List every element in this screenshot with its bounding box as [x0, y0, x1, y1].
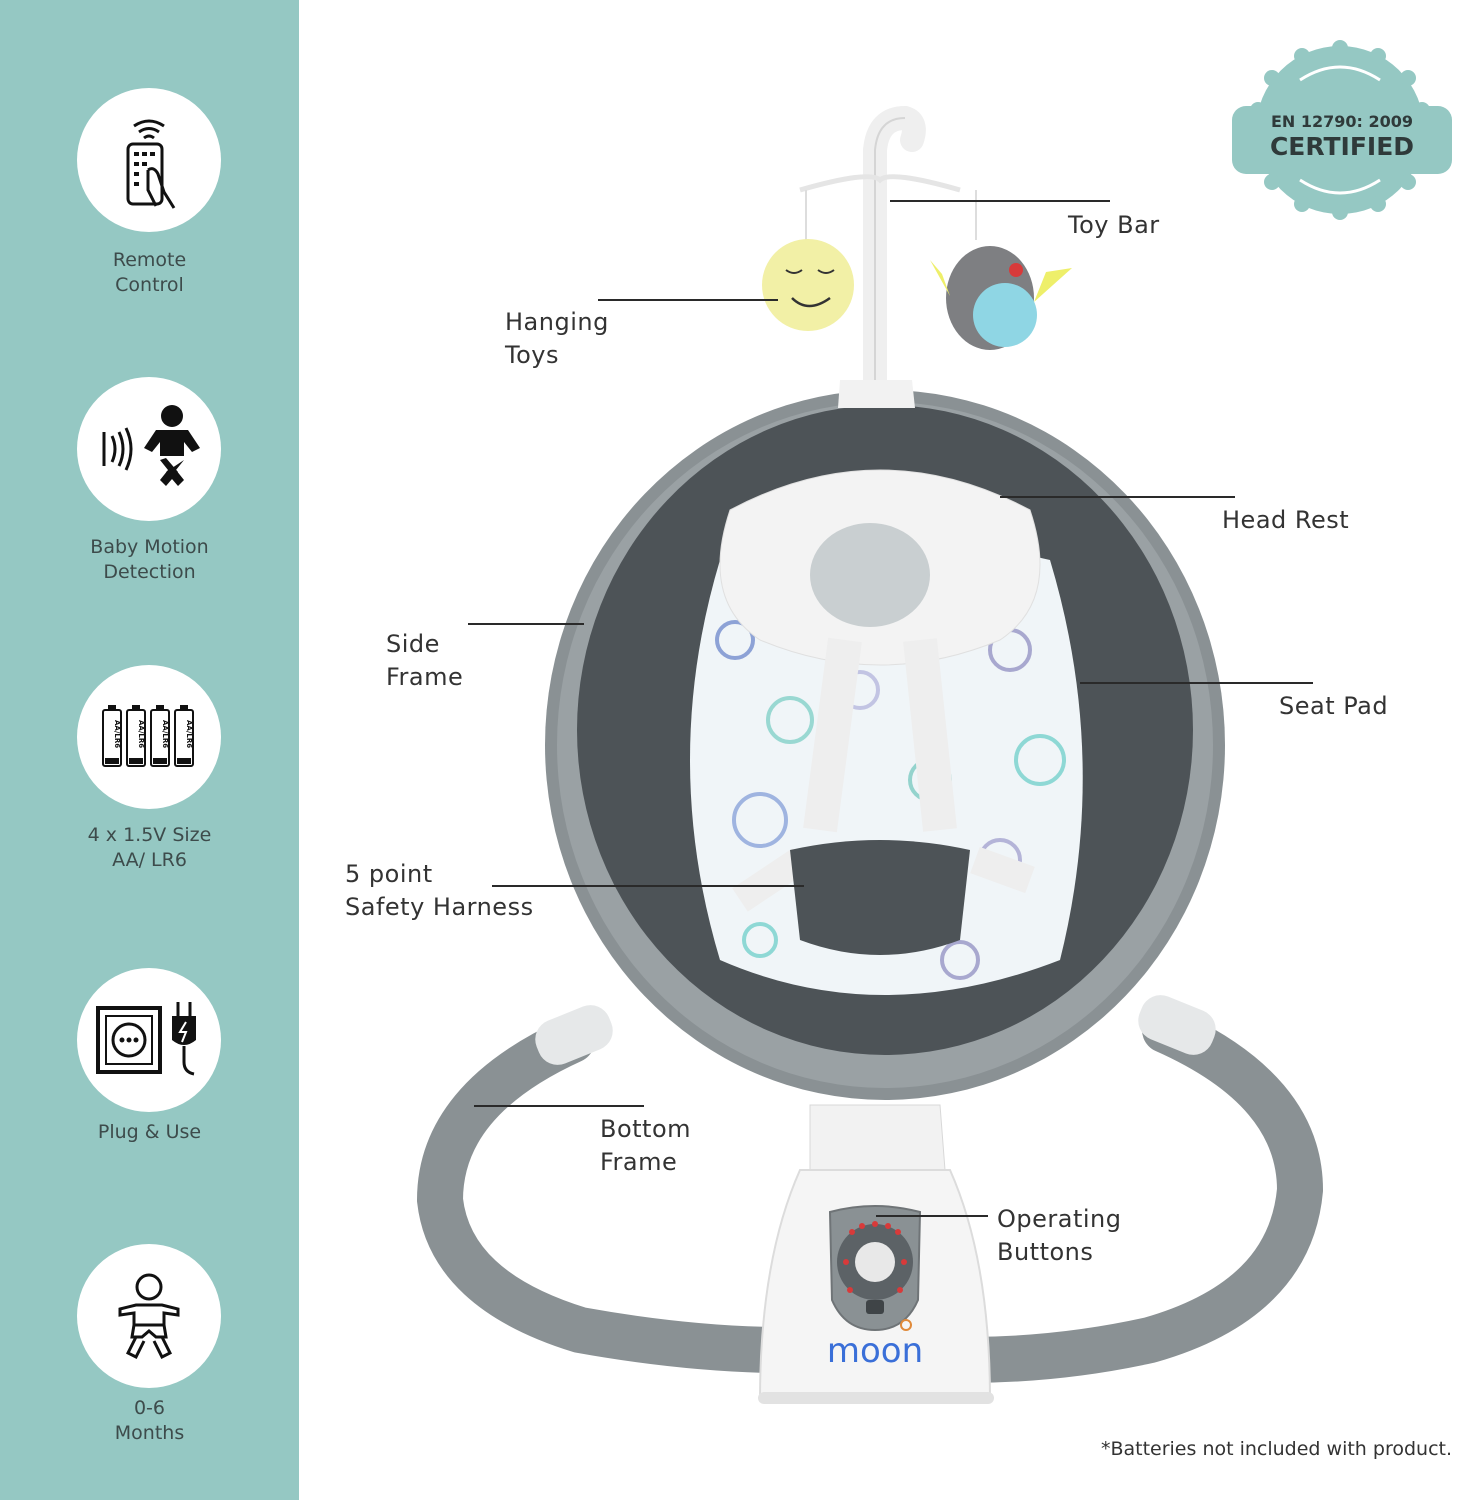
callout-seat-pad: Seat Pad: [1279, 692, 1389, 720]
callout-head-rest: Head Rest: [1222, 506, 1350, 534]
callout-side-frame: Side Frame: [386, 630, 464, 691]
badge-certified: CERTIFIED: [1269, 132, 1415, 161]
callout-harness: 5 point Safety Harness: [345, 860, 534, 921]
leader-bottom-frame: [474, 1105, 644, 1107]
callout-bottom-frame: Bottom Frame: [600, 1115, 692, 1176]
feature-label: Baby Motion Detection: [90, 536, 209, 583]
baby-swing-illustration: moon: [416, 105, 1324, 1404]
leader-head-rest: [1000, 496, 1235, 498]
remote-control-icon: [77, 88, 221, 232]
leader-operating-buttons: [876, 1215, 988, 1217]
footnote: *Batteries not included with product.: [1100, 1438, 1452, 1460]
battery-text: AA/LR6: [161, 720, 169, 748]
moon-toy: [762, 239, 854, 331]
leader-seat-pad: [1080, 682, 1313, 684]
feature-label: 4 x 1.5V Size AA/ LR6: [87, 824, 212, 871]
badge-standard: EN 12790: 2009: [1270, 112, 1414, 131]
battery-text: AA/LR6: [113, 720, 121, 748]
callout-toy-bar: Toy Bar: [1068, 211, 1160, 239]
leader-hanging-toys: [598, 299, 778, 301]
harness-pad: [790, 840, 970, 955]
callout-hanging-toys: Hanging Toys: [505, 308, 609, 369]
feature-label: 0-6 Months: [114, 1397, 185, 1444]
plug-socket-icon: [77, 968, 221, 1112]
battery-text: AA/LR6: [185, 720, 193, 748]
leader-side-frame: [468, 623, 584, 625]
callout-operating-buttons: Operating Buttons: [997, 1205, 1122, 1266]
leader-harness: [492, 885, 804, 887]
features-sidebar: Remote Control Baby Motion Detection: [0, 0, 299, 1500]
baby-icon: [77, 1244, 221, 1388]
feature-label: Plug & Use: [97, 1121, 202, 1143]
baby-motion-icon: [77, 377, 221, 521]
certification-badge: EN 12790: 2009 CERTIFIED: [1228, 40, 1456, 220]
batteries-icon: AA/LR6 AA/LR6 AA/LR6 AA/LR6: [77, 665, 221, 809]
brand-logo: moon: [827, 1331, 923, 1371]
feature-label: Remote Control: [112, 249, 187, 296]
battery-text: AA/LR6: [137, 720, 145, 748]
leader-toy-bar: [890, 200, 1110, 202]
